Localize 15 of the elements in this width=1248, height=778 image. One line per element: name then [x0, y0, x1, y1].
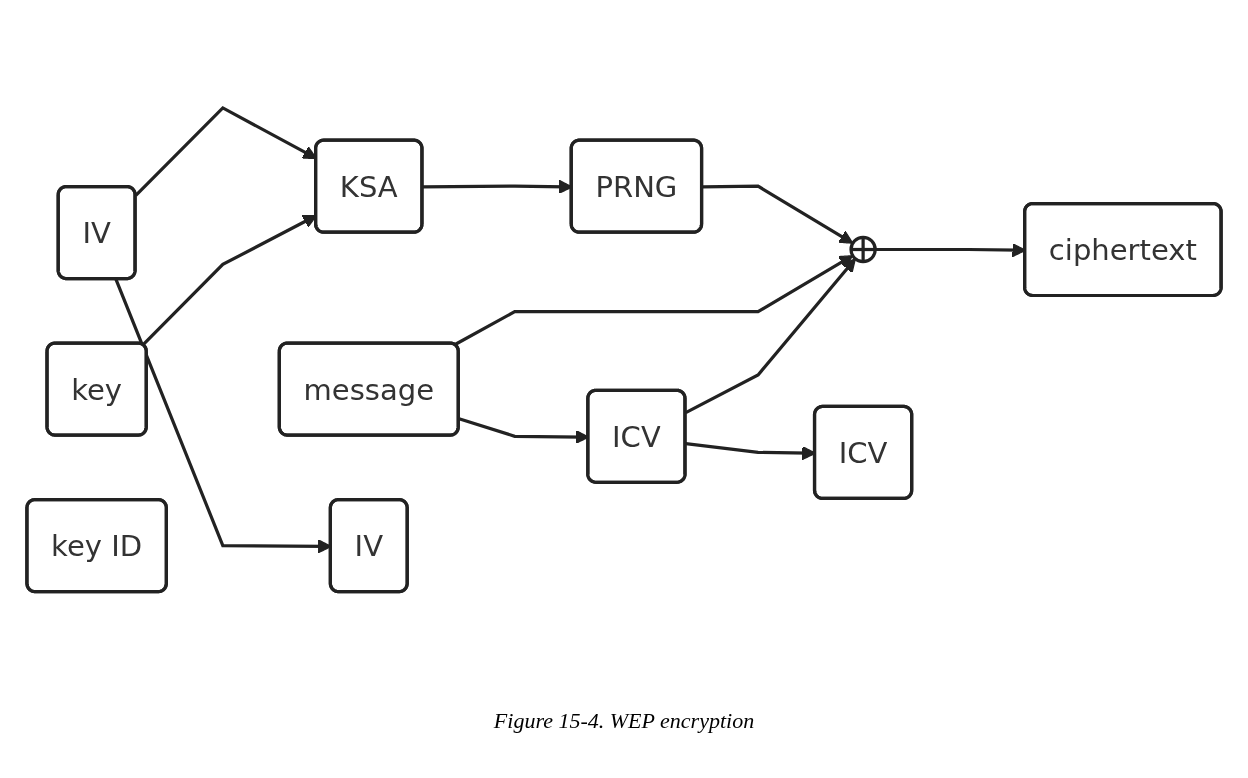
process-box: key ID [25, 498, 168, 594]
process-box: IV [56, 185, 137, 281]
arrow [685, 258, 856, 415]
process-box: message [277, 341, 460, 437]
arrow [702, 184, 854, 245]
process-box: ICV [812, 405, 914, 501]
process-box: ICV [586, 388, 687, 485]
caption: Figure 15-4. WEP encryption [493, 708, 755, 734]
arrow [453, 255, 854, 347]
process-box: KSA [314, 138, 424, 234]
process-box: ciphertext [1023, 202, 1223, 298]
xor-symbol [849, 236, 877, 264]
process-box: PRNG [569, 138, 704, 234]
process-box: key [45, 341, 148, 437]
process-box: IV [328, 498, 409, 594]
